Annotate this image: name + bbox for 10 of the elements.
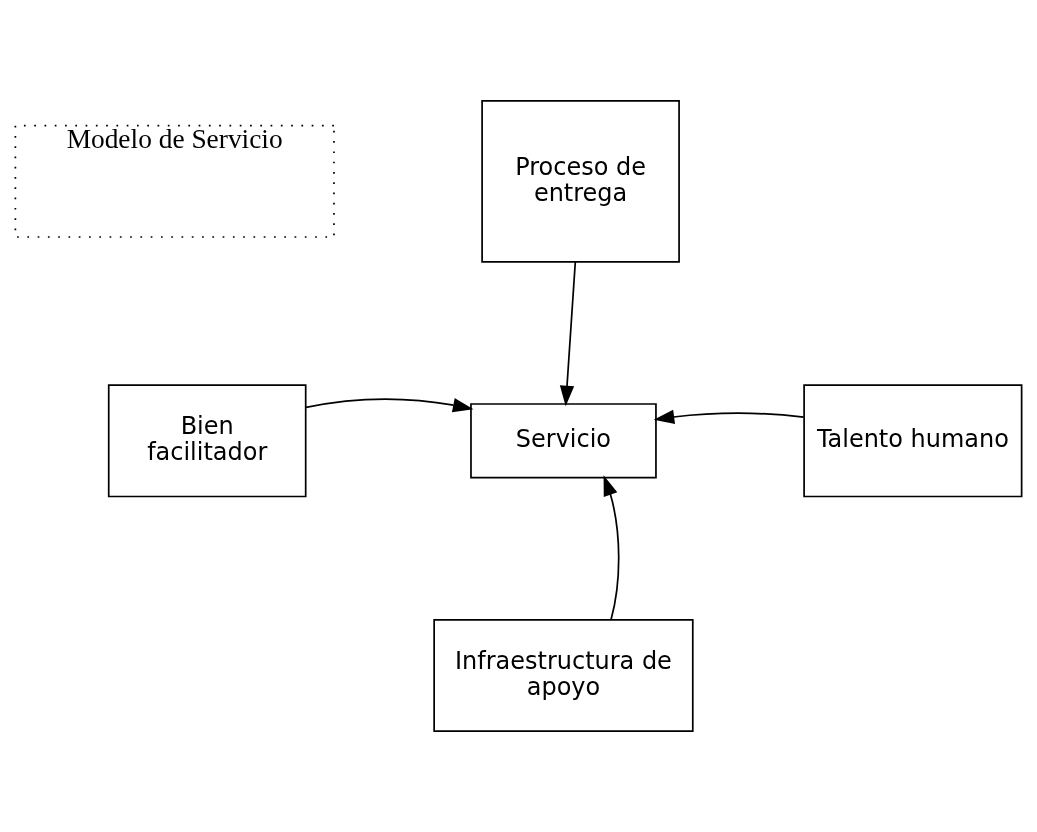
arrow (603, 475, 620, 621)
arrow (559, 261, 577, 407)
node-box: Servicio (470, 403, 657, 479)
arrow (653, 409, 805, 425)
node-box: Bien facilitador (107, 384, 307, 498)
node-box: Proceso de entrega (481, 100, 680, 263)
node-box: Modelo de Servicio (14, 124, 335, 238)
arrow (305, 398, 474, 413)
node-box: Infraestructura de apoyo (433, 618, 694, 732)
node-box: Talento humano (803, 384, 1023, 498)
